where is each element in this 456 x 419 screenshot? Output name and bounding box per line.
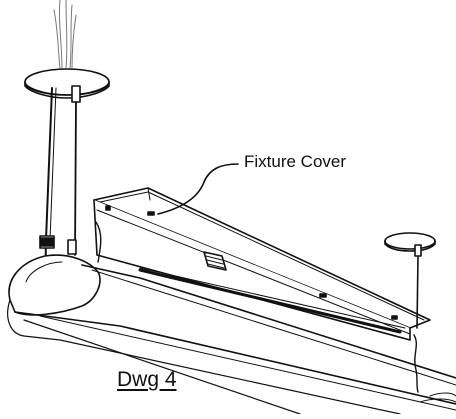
right-aircraft-cable [416,255,419,329]
fixture-cover-label: Fixture Cover [244,152,347,171]
right-cable-lower [413,334,419,393]
left-canopy-connector [71,85,81,103]
left-canopy [24,68,110,99]
cover-connector-clip [203,251,227,271]
fixture-body [7,264,456,415]
fixture-cover-callout-leader [157,163,239,215]
right-canopy-connector [414,244,422,257]
cord-strain-relief [39,235,55,249]
left-end-cap [8,254,101,316]
fixture-cover [93,187,431,341]
left-cable-gripper [67,239,77,255]
feed-wires [53,0,77,69]
cover-wire-slack [95,221,102,263]
left-aircraft-cable [74,101,77,256]
left-power-cord-edge [49,87,57,241]
drawing-number-label: Dwg 4 [117,368,177,391]
right-canopy [384,232,436,252]
